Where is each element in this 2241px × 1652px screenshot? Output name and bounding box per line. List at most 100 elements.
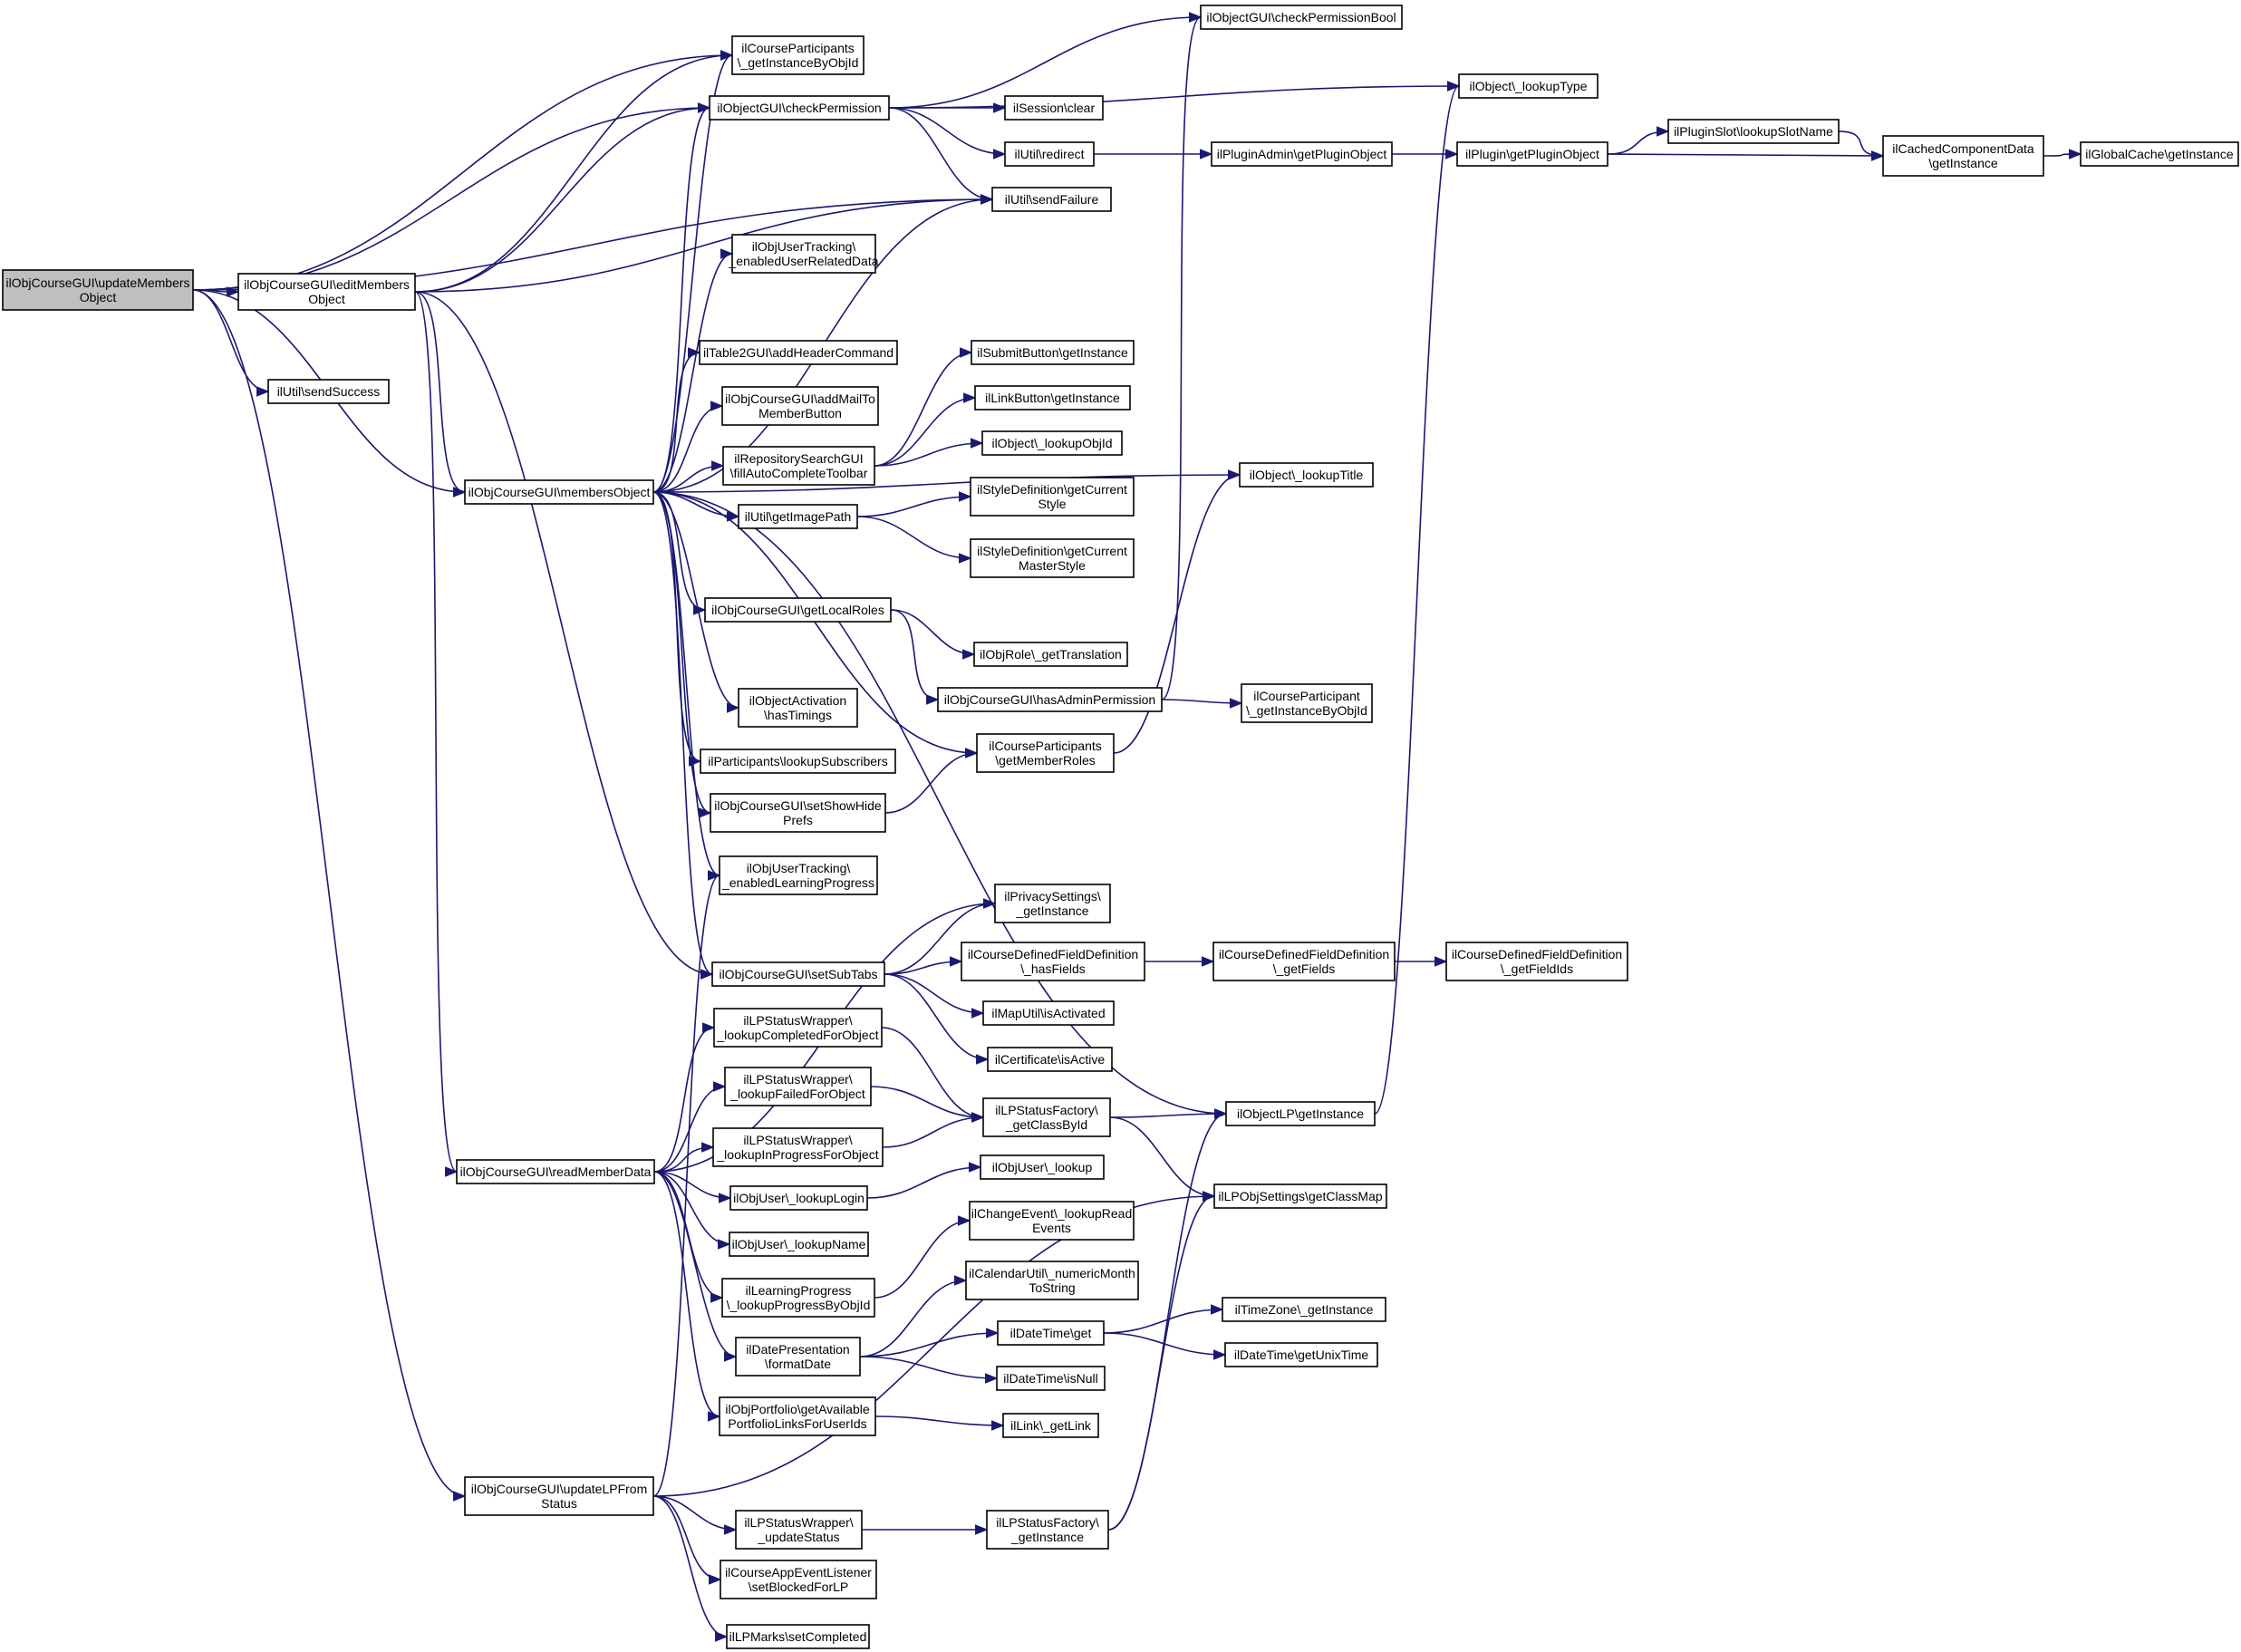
node-lookupObjId[interactable]: ilObject\_lookupObjId [981, 430, 1123, 456]
node-label: _enabledLearningProgress [721, 875, 874, 890]
node-box [724, 1067, 872, 1106]
edge-repoSearch-to-submitBtn [874, 347, 973, 467]
node-globalCache[interactable]: ilGlobalCache\getInstance [2080, 141, 2239, 167]
node-lpInProgress[interactable]: ilLPStatusWrapper\_lookupInProgressForOb… [712, 1127, 884, 1167]
node-label: ilCourseDefinedFieldDefinition [968, 947, 1138, 961]
node-portfolio[interactable]: ilObjPortfolio\getAvailablePortfolioLink… [719, 1396, 876, 1436]
node-lpFailed[interactable]: ilLPStatusWrapper\_lookupFailedForObject [724, 1067, 872, 1106]
node-userLookup[interactable]: ilObjUser\_lookup [980, 1154, 1105, 1180]
node-imagePath[interactable]: ilUtil\getImagePath [738, 504, 858, 529]
node-learnProg[interactable]: ilLearningProgress\_lookupProgressByObjI… [721, 1278, 875, 1318]
node-cert[interactable]: ilCertificate\isActive [987, 1047, 1113, 1072]
node-redirect[interactable]: ilUtil\redirect [1004, 141, 1095, 167]
node-label: ilObjCourseGUI\getLocalRoles [711, 603, 884, 617]
node-box [965, 1261, 1139, 1300]
node-localRoles[interactable]: ilObjCourseGUI\getLocalRoles [704, 597, 892, 623]
node-lpFactoryInst[interactable]: ilLPStatusFactory\_getInstance [986, 1510, 1109, 1550]
node-lookupTitle[interactable]: ilObject\_lookupTitle [1239, 462, 1374, 488]
node-box [982, 1000, 1115, 1026]
node-sendFailure[interactable]: ilUtil\sendFailure [991, 187, 1112, 212]
node-appEvent[interactable]: ilCourseAppEventListener\setBlockedForLP [720, 1560, 877, 1599]
node-mapUtil[interactable]: ilMapUtil\isActivated [982, 1000, 1115, 1026]
node-datePres[interactable]: ilDatePresentation\formatDate [735, 1337, 861, 1377]
node-dtNull[interactable]: ilDateTime\isNull [996, 1366, 1106, 1391]
node-unixTime[interactable]: ilDateTime\getUnixTime [1224, 1342, 1378, 1367]
node-label: ilSubmitButton\getInstance [977, 345, 1128, 360]
node-cachedComp[interactable]: ilCachedComponentData\getInstance [1882, 135, 2044, 177]
node-hasAdmin[interactable]: ilObjCourseGUI\hasAdminPermission [937, 687, 1163, 712]
node-label: ilObject\_lookupObjId [991, 436, 1112, 450]
node-box [712, 1127, 884, 1167]
node-checkPerm[interactable]: ilObjectGUI\checkPermission [709, 95, 890, 121]
node-activation[interactable]: ilObjectActivation\hasTimings [738, 688, 858, 728]
node-addHeader[interactable]: ilTable2GUI\addHeaderCommand [699, 340, 898, 365]
edge-updateLP-to-lpMarks [652, 1495, 729, 1642]
node-repoSearch[interactable]: ilRepositorySearchGUI\fillAutoCompleteTo… [722, 446, 875, 486]
node-memberRoles[interactable]: ilCourseParticipants\getMemberRoles [976, 733, 1115, 773]
node-sessClear[interactable]: ilSession\clear [1004, 95, 1104, 121]
node-roleTrans[interactable]: ilObjRole\_getTranslation [973, 642, 1128, 667]
node-lpCompleted[interactable]: ilLPStatusWrapper\_lookupCompletedForObj… [713, 1008, 883, 1048]
edge-learnProg-to-changeEvent [874, 1215, 971, 1299]
node-label: ilStyleDefinition\getCurrent [977, 544, 1127, 558]
node-subTabs[interactable]: ilObjCourseGUI\setSubTabs [711, 961, 885, 987]
node-lookupName[interactable]: ilObjUser\_lookupName [729, 1232, 869, 1257]
node-label: ilObjUserTracking\ [747, 861, 851, 875]
edge-subTabs-to-mapUtil [884, 973, 985, 1019]
node-hasFields[interactable]: ilCourseDefinedFieldDefinition\_hasField… [961, 942, 1145, 981]
node-getFields[interactable]: ilCourseDefinedFieldDefinition\_getField… [1212, 942, 1396, 981]
node-label: ilRepositorySearchGUI [734, 451, 863, 466]
node-label: ilObjCourseGUI\setShowHide [714, 798, 882, 813]
node-utUserRelated[interactable]: ilObjUserTracking\_enabledUserRelatedDat… [729, 234, 879, 274]
node-checkPermBool[interactable]: ilObjectGUI\checkPermissionBool [1200, 5, 1403, 30]
node-sendSuccess[interactable]: ilUtil\sendSuccess [267, 379, 390, 404]
node-box [700, 749, 896, 774]
node-tzInstance[interactable]: ilTimeZone\_getInstance [1222, 1297, 1386, 1322]
edge-membersObj-to-utLP [652, 491, 721, 881]
node-pluginAdmin[interactable]: ilPluginAdmin\getPluginObject [1211, 141, 1393, 167]
node-getFieldIds[interactable]: ilCourseDefinedFieldDefinition\_getField… [1445, 942, 1628, 981]
node-linkBtn[interactable]: ilLinkButton\getInstance [974, 385, 1131, 411]
node-label: Style [1038, 497, 1066, 511]
node-dtGet[interactable]: ilDateTime\get [997, 1320, 1105, 1346]
edge-membersObj-to-lookupTitle [652, 469, 1241, 493]
node-lpMarks[interactable]: ilLPMarks\setCompleted [726, 1624, 870, 1649]
node-membersObj[interactable]: ilObjCourseGUI\membersObject [464, 479, 654, 505]
node-cpartInstance[interactable]: ilCourseParticipant\_getInstanceByObjId [1241, 683, 1373, 723]
node-privacy[interactable]: ilPrivacySettings\_getInstance [994, 884, 1111, 923]
node-getLink[interactable]: ilLink\_getLink [1002, 1413, 1099, 1438]
node-label: _getInstance [1015, 903, 1088, 918]
node-label: _updateStatus [757, 1530, 839, 1544]
node-label: \hasTimings [764, 708, 832, 722]
node-lpClassById[interactable]: ilLPStatusFactory\_getClassById [982, 1097, 1111, 1137]
edge-membersObj-to-localRoles [652, 491, 707, 615]
edge-readMember-to-lpCompleted [653, 1022, 716, 1173]
node-submitBtn[interactable]: ilSubmitButton\getInstance [971, 340, 1135, 365]
node-label: \fillAutoCompleteToolbar [730, 466, 868, 480]
node-lookupLogin[interactable]: ilObjUser\_lookupLogin [729, 1185, 868, 1211]
node-readMember[interactable]: ilObjCourseGUI\readMemberData [456, 1159, 655, 1184]
node-box [2080, 141, 2239, 167]
node-utLP[interactable]: ilObjUserTracking\_enabledLearningProgre… [719, 855, 878, 895]
node-label: ilObjCourseGUI\updateLPFrom [471, 1482, 648, 1496]
node-pluginSlot[interactable]: ilPluginSlot\lookupSlotName [1667, 119, 1840, 144]
edge-checkPerm-to-lookupType [888, 81, 1461, 109]
node-plugin[interactable]: ilPlugin\getPluginObject [1456, 141, 1608, 167]
edge-editMembers-to-membersObj [414, 291, 467, 498]
node-lookupSubs[interactable]: ilParticipants\lookupSubscribers [700, 749, 896, 774]
node-lpUpdateStatus[interactable]: ilLPStatusWrapper\_updateStatus [735, 1510, 863, 1550]
node-objectLP[interactable]: ilObjectLP\getInstance [1225, 1101, 1376, 1126]
node-cpInstance[interactable]: ilCourseParticipants\_getInstanceByObjId [731, 35, 865, 75]
node-lpClassMap[interactable]: ilLPObjSettings\getClassMap [1213, 1183, 1387, 1209]
node-lookupType[interactable]: ilObject\_lookupType [1458, 73, 1599, 99]
